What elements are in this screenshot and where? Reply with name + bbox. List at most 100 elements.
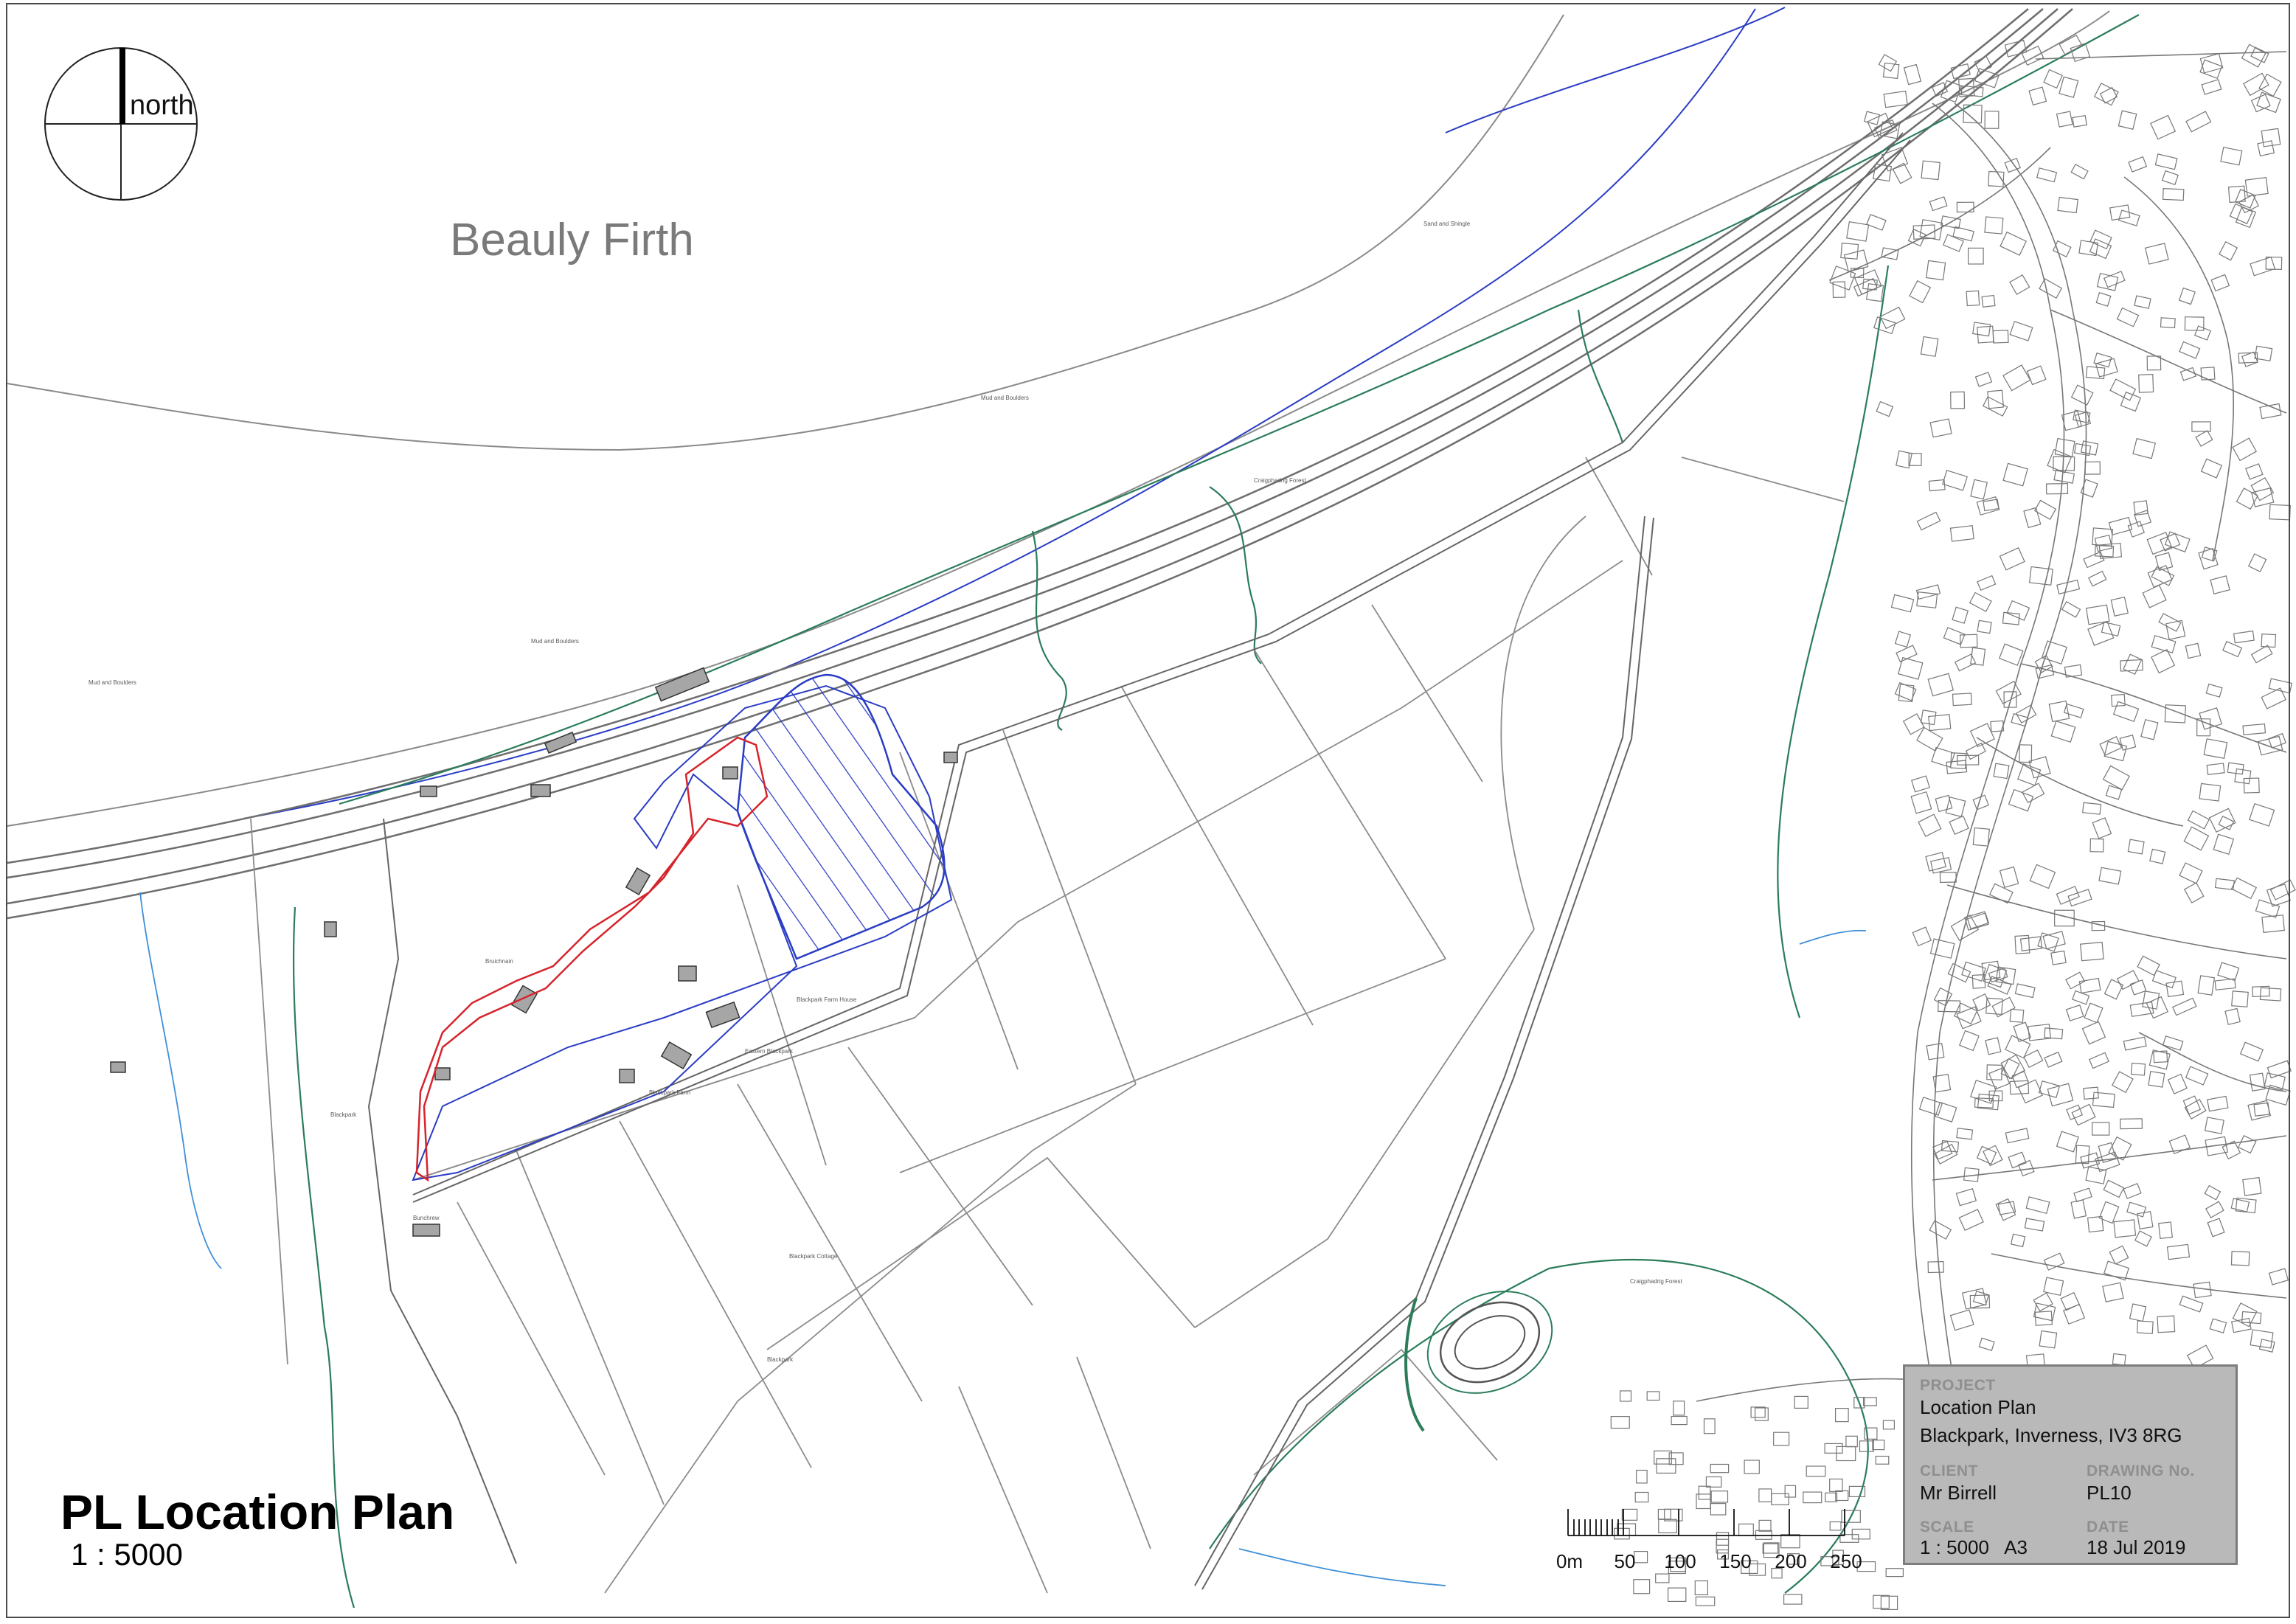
house-plot [2218, 815, 2235, 830]
place-label-mud-boulders-1: Mud and Boulders [89, 679, 136, 686]
house-plot [2080, 440, 2099, 456]
house-plot [2134, 1230, 2152, 1247]
house-plot [1984, 216, 2004, 235]
house-plot [2235, 189, 2256, 209]
house-plot [2231, 990, 2249, 1007]
house-plot [2178, 287, 2196, 305]
house-plot [2101, 621, 2121, 637]
house-plot [2119, 734, 2137, 751]
shoreline-lines [7, 10, 2110, 827]
house-plot [2244, 177, 2269, 197]
house-plot [2201, 546, 2218, 562]
house-plot [2232, 1302, 2258, 1328]
house-plot [1968, 247, 1984, 265]
house-plot [2085, 604, 2110, 625]
house-plot [1898, 656, 1924, 680]
house-plot [2126, 1201, 2147, 1218]
house-plot [1741, 1560, 1758, 1574]
house-plot [2099, 736, 2123, 756]
house-plot [2008, 1151, 2027, 1169]
house-plot [2053, 456, 2075, 471]
ownership-boundary[interactable] [736, 673, 946, 960]
house-plot [2182, 1095, 2202, 1115]
house-plot [2179, 1295, 2204, 1313]
house-plot [2043, 69, 2063, 89]
scale-caption: SCALE [1920, 1519, 1974, 1535]
north-label: north [130, 90, 194, 121]
house-plot [1762, 1543, 1779, 1554]
house-plot [1956, 201, 1974, 213]
house-plot [1946, 760, 1968, 774]
house-plot [1918, 813, 1942, 837]
house-plot [2000, 231, 2027, 256]
house-plot [2146, 532, 2173, 555]
house-plot [2247, 1100, 2272, 1121]
house-plot [1773, 1432, 1790, 1446]
house-plot [1950, 63, 1971, 80]
house-plot [2095, 358, 2118, 378]
house-plot [2021, 45, 2044, 66]
house-plot [1987, 389, 2005, 409]
house-plot [1771, 1493, 1789, 1505]
house-plot [2268, 678, 2293, 694]
house-plot [2072, 114, 2087, 128]
house-plot [1952, 226, 1974, 242]
house-plot [1820, 1556, 1839, 1566]
place-label-bunchrew: Bunchrew [413, 1215, 440, 1221]
house-plot [2199, 59, 2223, 80]
house-plot [1763, 1542, 1780, 1558]
house-plot [1882, 62, 1900, 80]
house-plot [1710, 1502, 1727, 1516]
house-plot [1978, 1337, 1995, 1352]
house-plot [1890, 594, 1915, 613]
house-plot [2140, 718, 2159, 740]
house-plot [2241, 44, 2266, 68]
house-plot [2187, 810, 2210, 830]
house-plot [1784, 1485, 1797, 1498]
house-plot [1974, 372, 1993, 387]
house-plot [1656, 1458, 1676, 1474]
house-plot [2243, 777, 2260, 794]
house-plot [1898, 684, 1915, 703]
house-plot [2080, 479, 2098, 498]
house-plot [2151, 635, 2177, 653]
house-plot [2232, 437, 2257, 462]
house-plot [2230, 877, 2258, 900]
house-plot [1864, 1427, 1878, 1440]
house-plot [2207, 1218, 2225, 1238]
house-plot [2093, 352, 2112, 368]
house-plot [1942, 469, 1968, 491]
house-plot [2028, 86, 2047, 106]
house-plot [2258, 1339, 2275, 1353]
house-plot [2054, 909, 2075, 927]
scale-label-250: 250 [1830, 1550, 1862, 1572]
house-plot [1950, 391, 1966, 409]
house-plot [2136, 1320, 2154, 1334]
house-plot [1879, 306, 1906, 330]
place-label-blackpark-2: Blackpark [767, 1356, 794, 1363]
house-plot [2168, 1134, 2191, 1155]
house-plot [2128, 156, 2148, 173]
house-plot [1943, 627, 1966, 645]
house-plot [2019, 744, 2033, 763]
house-plot [2258, 73, 2282, 97]
house-plot [2195, 430, 2213, 447]
house-plot [2250, 645, 2273, 664]
house-plot [2006, 600, 2030, 621]
house-plot [1881, 247, 1899, 260]
house-plot [2018, 1159, 2035, 1177]
house-plot [1935, 794, 1953, 813]
house-plot [1633, 1579, 1651, 1594]
house-plot [2268, 1268, 2289, 1285]
house-plot [2084, 1002, 2103, 1024]
client-value: Mr Birrell [1920, 1482, 1997, 1504]
house-plot [1954, 653, 1977, 672]
house-plot [2009, 321, 2033, 341]
house-plot [1671, 1415, 1688, 1426]
house-plot [1646, 1391, 1660, 1401]
house-plot [2129, 979, 2147, 996]
site-boundary[interactable] [415, 736, 769, 1182]
house-plot [1902, 713, 1925, 735]
house-plot [1874, 119, 1898, 139]
